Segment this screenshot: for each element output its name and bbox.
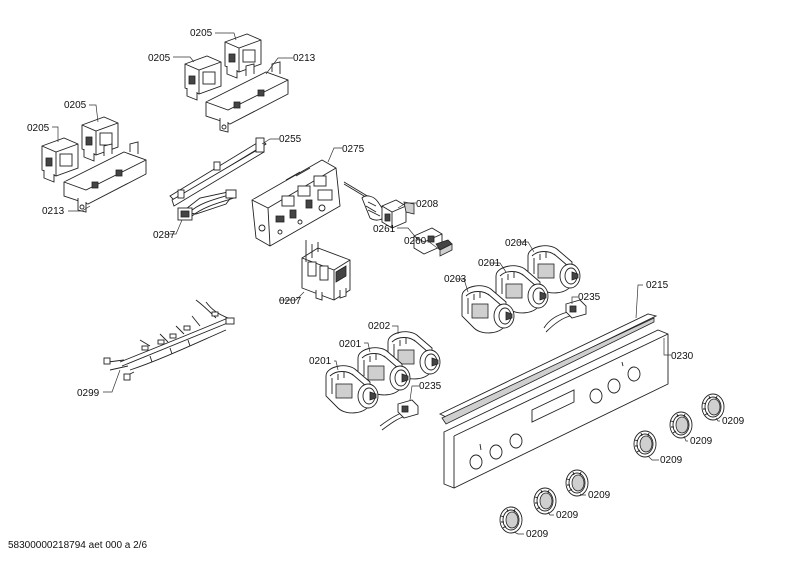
callout-0208: 0208 <box>416 199 439 210</box>
callout-0255: 0255 <box>279 134 302 145</box>
callout-0299: 0299 <box>77 388 100 399</box>
knob-ring-0209-mid-right <box>633 430 657 458</box>
knob-ring-0209-far-left <box>499 506 523 534</box>
indicator-lamp-0235-lower <box>379 399 419 431</box>
callout-0287: 0287 <box>153 230 176 241</box>
thermostat-sensor-0208 <box>343 181 415 229</box>
callout-0213-a: 0213 <box>293 53 316 64</box>
leader-lines <box>52 32 720 535</box>
callout-0213-b: 0213 <box>42 206 65 217</box>
callout-0205-b: 0205 <box>148 53 171 64</box>
callout-0205-a: 0205 <box>190 28 213 39</box>
trim-strip-0215 <box>438 313 658 425</box>
knob-ring-0209-mid-left <box>565 469 589 497</box>
document-id: 58300000218794 aet 000 a 2/6 <box>8 540 148 551</box>
callout-0201-c: 0201 <box>309 356 332 367</box>
callout-0202: 0202 <box>368 321 391 332</box>
callout-0215: 0215 <box>646 280 669 291</box>
insulator-0260 <box>435 239 453 257</box>
switch-box-0205-upper-right <box>224 33 262 79</box>
callout-0209-d: 0209 <box>588 490 611 501</box>
callout-0260: 0260 <box>404 236 427 247</box>
callout-0209-a: 0209 <box>722 416 745 427</box>
knob-ring-0209-far-right <box>701 393 725 421</box>
callout-0209-c: 0209 <box>660 455 683 466</box>
switch-box-0205-upper-left <box>184 55 222 101</box>
wire-connector-0287 <box>177 189 237 221</box>
callout-0261: 0261 <box>373 224 396 235</box>
knob-ring-0209-right <box>669 411 693 439</box>
wiring-harness-0299 <box>103 299 235 381</box>
callout-0209-e: 0209 <box>556 510 579 521</box>
callout-0201-b: 0201 <box>339 339 362 350</box>
switch-box-0205-left-back <box>81 116 119 162</box>
callout-0207: 0207 <box>279 296 302 307</box>
callout-0204: 0204 <box>505 238 528 249</box>
callout-0201-a: 0201 <box>478 258 501 269</box>
knob-ring-0209-left <box>533 487 557 515</box>
callout-0230: 0230 <box>671 351 694 362</box>
relay-block-0207 <box>301 240 351 301</box>
callout-0275: 0275 <box>342 144 365 155</box>
control-panel-fascia-0230 <box>443 329 669 489</box>
callout-0205-c: 0205 <box>64 100 87 111</box>
switch-box-0205-left-front <box>41 137 79 183</box>
callout-0205-d: 0205 <box>27 123 50 134</box>
callout-0235-b: 0235 <box>419 381 442 392</box>
indicator-lamp-0235-upper <box>543 299 587 333</box>
control-board-0275 <box>251 159 341 247</box>
callout-0235-a: 0235 <box>578 292 601 303</box>
callout-0209-f: 0209 <box>526 529 549 540</box>
callout-0203: 0203 <box>444 274 467 285</box>
callout-0209-b: 0209 <box>690 436 713 447</box>
